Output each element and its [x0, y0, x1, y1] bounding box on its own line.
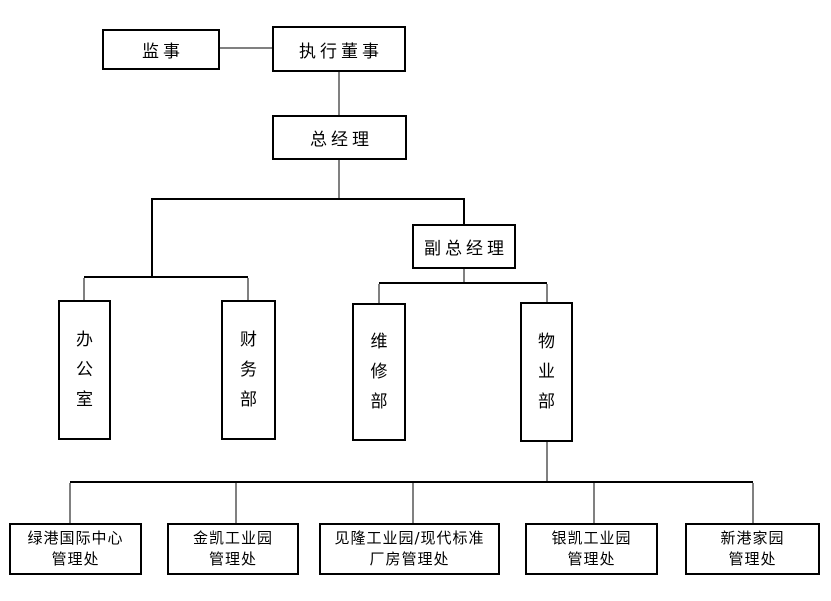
node-maintenance-dept-label: 维修部 [370, 332, 388, 412]
node-yinkai-office-line1: 银凯工业园 [551, 529, 632, 547]
node-property-dept: 物业部 [520, 302, 573, 442]
node-xingang-office-line2: 管理处 [728, 550, 777, 568]
node-deputy-general-manager: 副总经理 [412, 224, 516, 269]
node-finance-dept-label: 财务部 [240, 330, 257, 410]
node-supervisor-label: 监事 [142, 42, 184, 62]
node-jianlong-office: 见隆工业园/现代标准 厂房管理处 [319, 523, 500, 575]
node-executive-director: 执行董事 [272, 26, 406, 72]
node-maintenance-dept: 维修部 [352, 303, 406, 441]
node-lvgang-office-line1: 绿港国际中心 [27, 529, 124, 547]
node-finance-dept: 财务部 [221, 300, 276, 440]
node-general-manager: 总经理 [272, 115, 407, 160]
node-executive-director-label: 执行董事 [299, 41, 383, 62]
node-xingang-office: 新港家园 管理处 [685, 523, 820, 575]
node-deputy-general-manager-label: 副总经理 [424, 239, 508, 259]
node-jianlong-office-line2: 厂房管理处 [369, 550, 450, 568]
node-lvgang-office: 绿港国际中心 管理处 [9, 523, 142, 575]
node-supervisor: 监事 [102, 29, 220, 70]
node-jianlong-office-line1: 见隆工业园/现代标准 [334, 529, 485, 547]
stub-connectors [69, 47, 754, 524]
node-xingang-office-line1: 新港家园 [720, 529, 785, 547]
branch-rails [70, 198, 753, 483]
node-general-manager-label: 总经理 [310, 130, 373, 150]
node-lvgang-office-line2: 管理处 [51, 550, 100, 568]
node-yinkai-office: 银凯工业园 管理处 [525, 523, 658, 575]
node-property-dept-label: 物业部 [538, 332, 555, 412]
node-office-dept-label: 办公室 [76, 330, 93, 410]
node-jinkai-office-line2: 管理处 [208, 550, 257, 568]
node-jinkai-office-line1: 金凯工业园 [192, 529, 273, 547]
node-office-dept: 办公室 [58, 300, 111, 440]
node-yinkai-office-line2: 管理处 [567, 550, 616, 568]
node-jinkai-office: 金凯工业园 管理处 [167, 523, 299, 575]
